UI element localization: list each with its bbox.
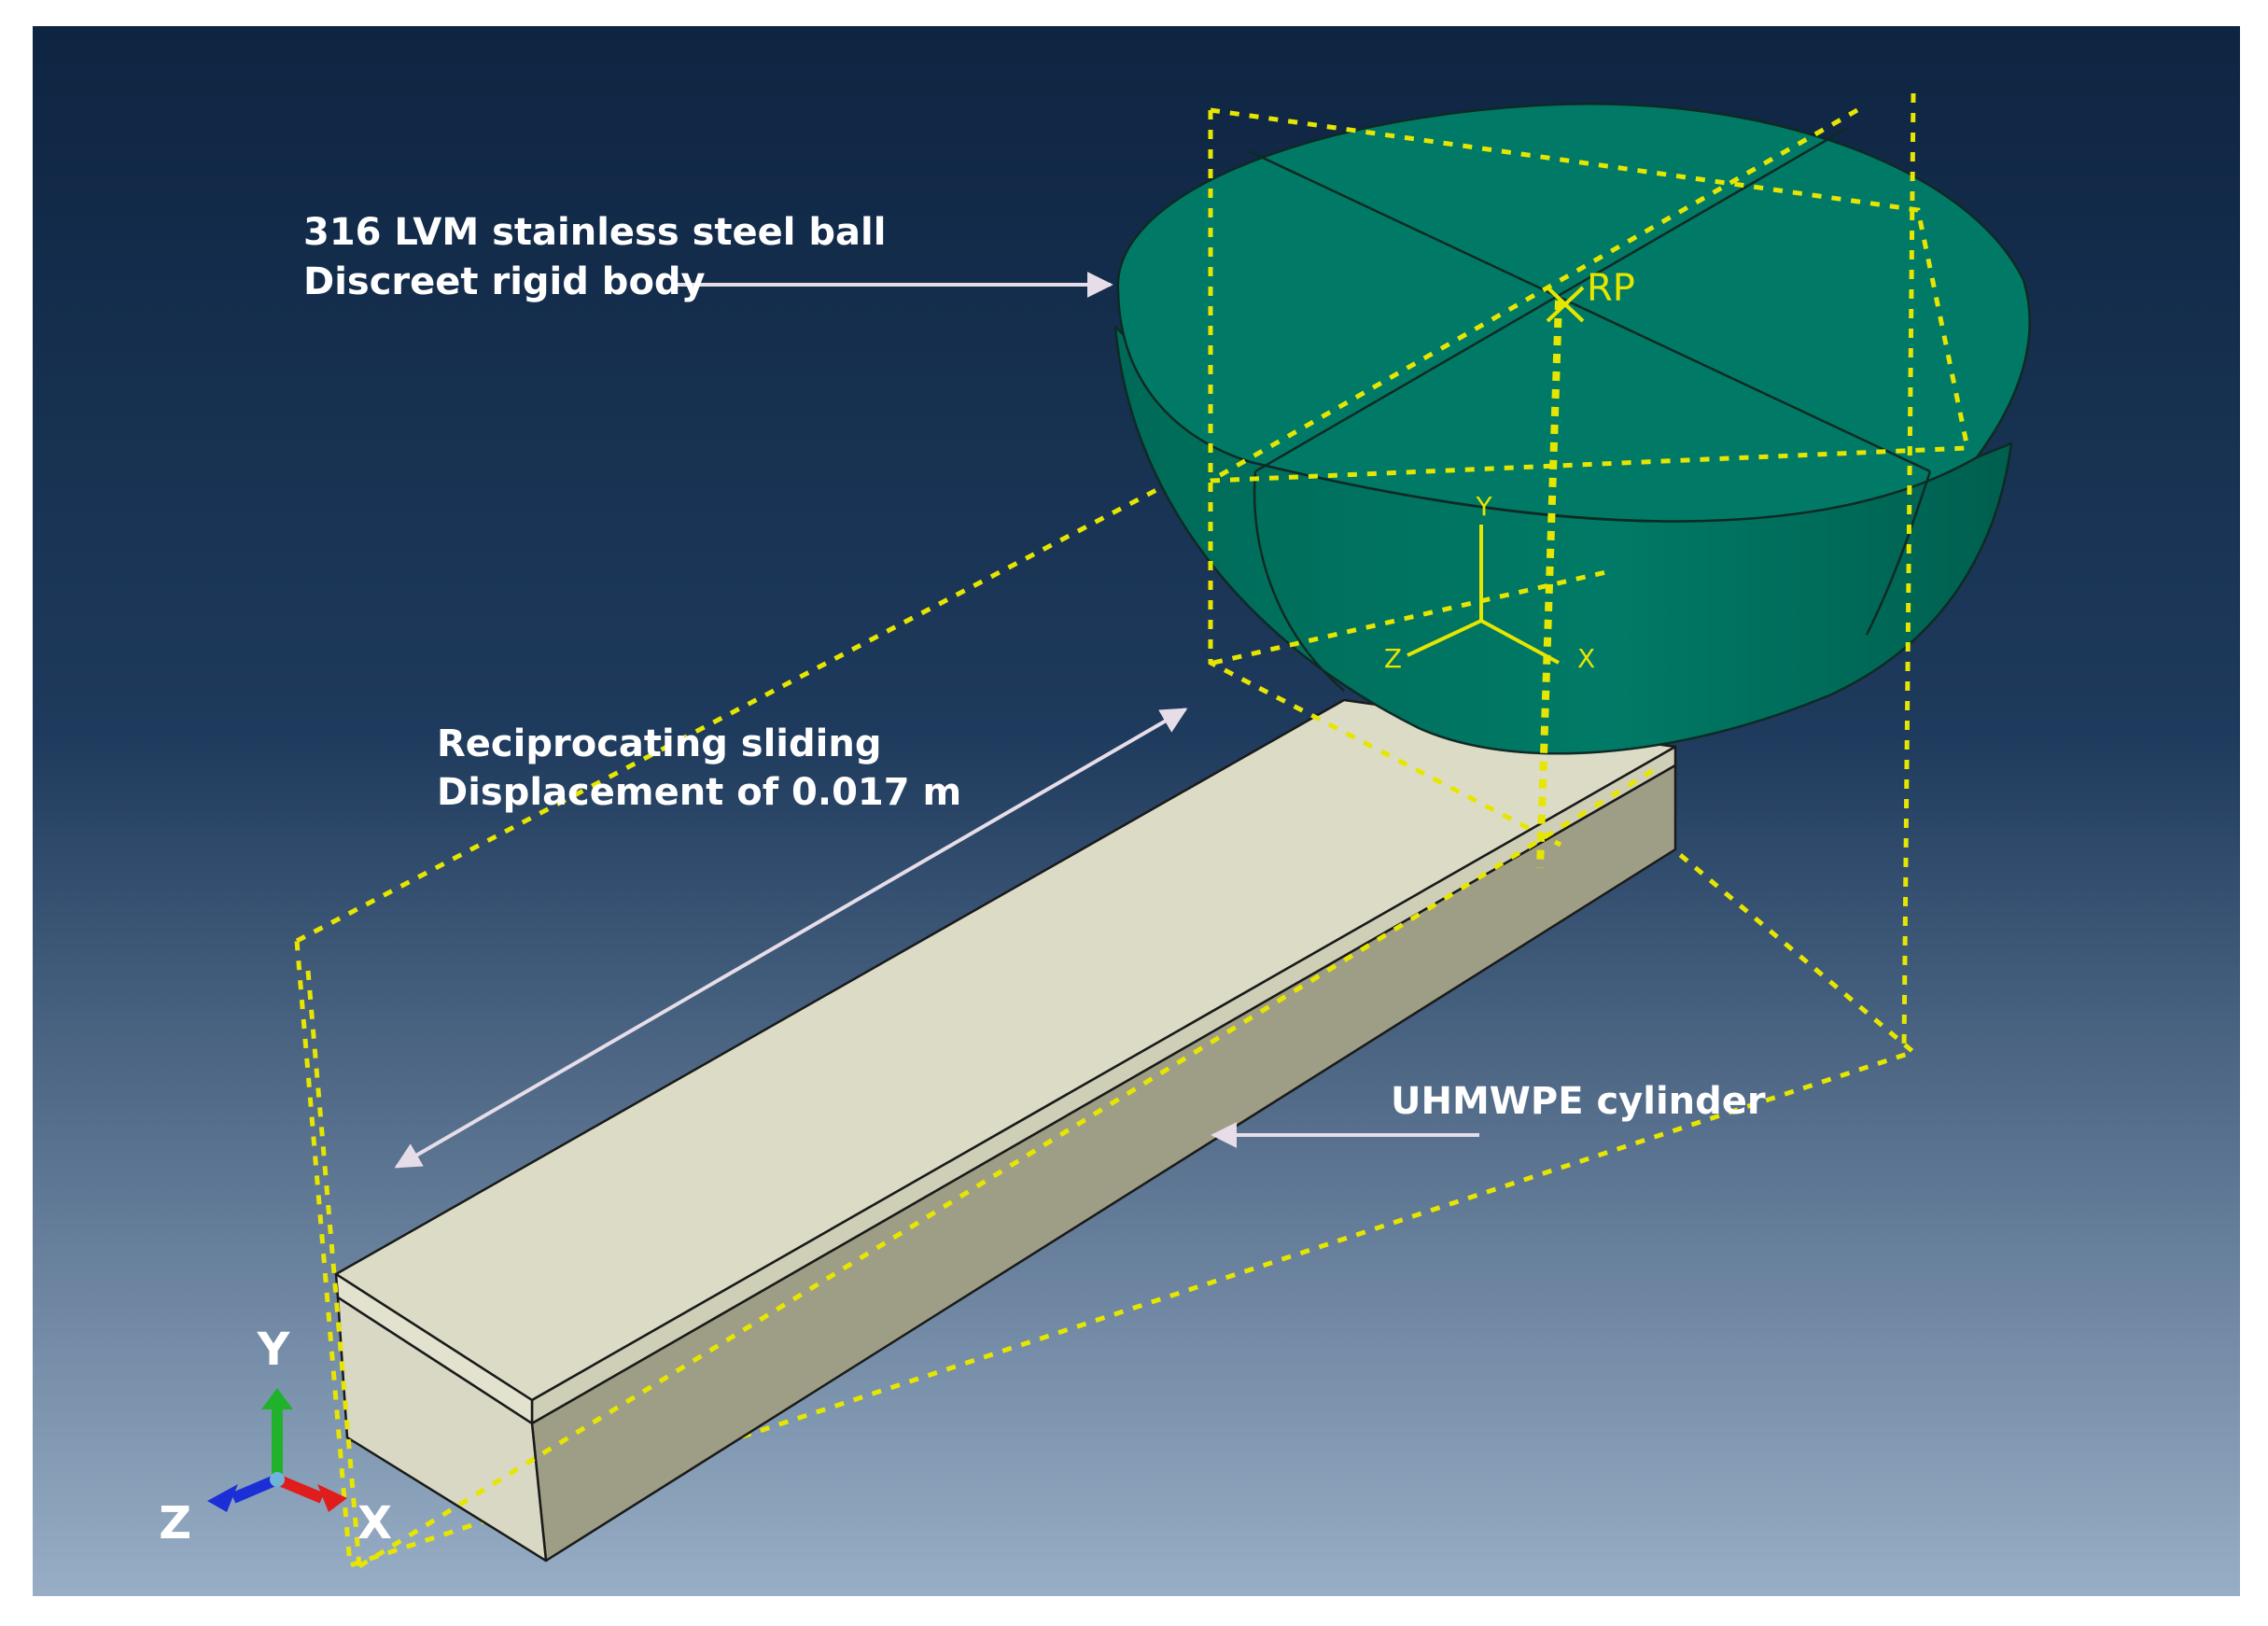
guide-plane-large [294, 457, 1919, 1569]
global-axis-y-label: Y [257, 1324, 291, 1376]
sliding-label-line-1: Reciprocating sliding [437, 722, 881, 765]
ball-partition-line-1 [1248, 149, 1931, 473]
guide-plane-ball [1208, 92, 1970, 1051]
ball-label-line-1: 316 LVM stainless steel ball [303, 211, 886, 254]
ball-label-line-2: Discreet rigid body [303, 260, 706, 303]
block-left-face [336, 1296, 548, 1563]
global-axis-x-label: X [357, 1497, 392, 1549]
sliding-label-line-2: Displacement of 0.017 m [437, 771, 961, 814]
ball-meridian-right [1865, 470, 1932, 636]
reference-point-label: RP [1587, 267, 1635, 310]
local-axis-z-label: Z [1384, 643, 1402, 674]
local-axis-triad [1407, 525, 1560, 665]
ball-partition-line-2 [1254, 127, 1847, 473]
ball-meridian-left [1253, 470, 1345, 692]
local-axis-y-label: Y [1475, 491, 1492, 522]
guide-vertical-left [305, 970, 362, 1567]
guide-vertical-center [1536, 300, 1562, 869]
reference-point: RP [1546, 267, 1635, 323]
global-axis-triad [207, 1388, 347, 1512]
local-axis-x-label: X [1577, 643, 1595, 674]
cylinder-label: UHMWPE cylinder [1391, 1080, 1766, 1123]
sliding-double-arrow [394, 708, 1188, 1169]
global-axis-z-label: Z [159, 1497, 191, 1549]
